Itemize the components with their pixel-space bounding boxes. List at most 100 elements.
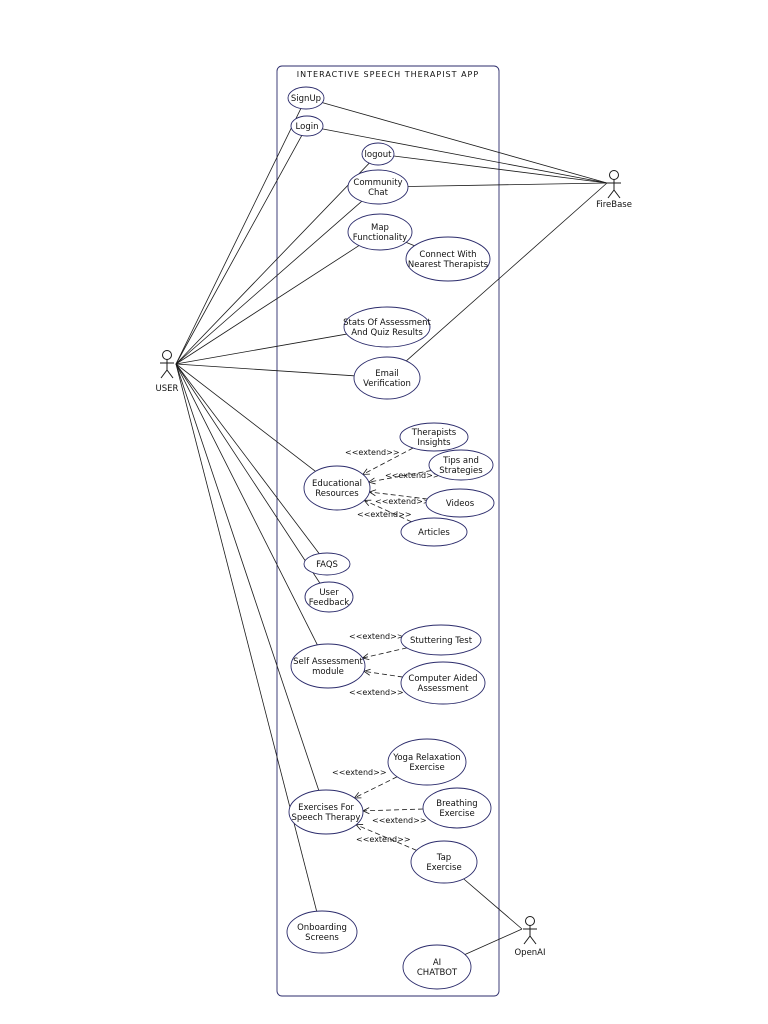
use-case-ellipse	[290, 643, 366, 689]
use-case-faqs[interactable]: FAQS	[303, 552, 351, 576]
use-case-videos[interactable]: Videos	[425, 488, 495, 518]
use-case-label: Yoga Relaxation	[392, 753, 460, 763]
use-case-label: Insights	[417, 438, 451, 448]
use-case-label: logout	[365, 150, 393, 160]
association-user-feedback	[175, 363, 321, 584]
actor-label: FireBase	[596, 200, 632, 210]
use-case-label: module	[312, 667, 344, 677]
association-user-logout	[175, 162, 370, 365]
use-case-label: Exercise	[426, 863, 461, 873]
use-case-label: Community	[353, 178, 402, 188]
use-case-ellipse	[343, 306, 431, 348]
actor-label: USER	[156, 384, 179, 394]
system-title: INTERACTIVE SPEECH THERAPIST APP	[297, 70, 479, 79]
actor-left-leg	[160, 369, 168, 379]
use-case-label: Speech Therapy	[292, 813, 361, 823]
association-user-signup	[175, 108, 302, 365]
use-case-label: Screens	[305, 933, 339, 943]
use-case-label: Connect With	[419, 250, 476, 260]
use-case-ellipse	[303, 552, 351, 576]
use-case-ellipse	[304, 581, 354, 613]
actor-left-leg	[523, 935, 531, 945]
actor-head	[162, 350, 172, 360]
use-case-ellipse	[425, 488, 495, 518]
use-case-ellipse	[290, 115, 324, 137]
association-firebase-email	[405, 182, 608, 362]
actor-right-leg	[529, 935, 537, 945]
use-case-label: Stuttering Test	[410, 636, 473, 646]
use-case-label: User	[319, 588, 339, 598]
use-case-label: Assessment	[418, 684, 470, 694]
association-firebase-login	[322, 128, 608, 184]
use-case-ellipse	[347, 213, 413, 251]
actor-openai[interactable]: OpenAI	[514, 916, 546, 959]
use-case-ellipse	[410, 840, 478, 884]
extend-line-yoga	[354, 776, 398, 799]
system-boundary	[276, 65, 500, 997]
extend-line-videos	[369, 491, 428, 500]
actor-label: OpenAI	[514, 948, 545, 958]
actor-head	[525, 916, 535, 926]
association-user-login	[175, 135, 303, 365]
actor-right-leg	[613, 189, 621, 199]
use-case-label: Strategies	[439, 466, 483, 476]
use-case-ellipse	[347, 169, 409, 205]
extend-arrowhead	[363, 499, 372, 507]
association-user-faqs	[175, 363, 320, 554]
association-user-exercises	[175, 363, 320, 791]
use-case-logout[interactable]: logout	[361, 142, 395, 166]
use-case-label: Tips and	[442, 456, 479, 466]
use-case-ellipse	[422, 787, 492, 829]
actor-user[interactable]: USER	[156, 350, 179, 395]
use-case-signup[interactable]: SignUp	[287, 86, 325, 110]
association-user-stats	[175, 333, 347, 365]
use-case-ellipse	[405, 236, 491, 282]
use-case-stutter[interactable]: Stuttering Test	[400, 624, 482, 656]
use-case-label: Therapists	[411, 428, 457, 438]
extend-label: <<extend>>	[385, 471, 440, 480]
use-case-ellipse	[287, 86, 325, 110]
use-case-label: FAQS	[316, 560, 338, 570]
actor-firebase[interactable]: FireBase	[596, 170, 632, 211]
association-user-edu	[175, 363, 316, 472]
association-user-onboarding	[175, 363, 318, 912]
association-firebase-logout	[393, 155, 608, 184]
association-user-email	[175, 363, 355, 377]
extend-label: <<extend>>	[349, 632, 404, 641]
use-case-login[interactable]: Login	[290, 115, 324, 137]
extend-label: <<extend>>	[375, 497, 430, 506]
extend-label: <<extend>>	[332, 768, 387, 777]
use-case-label: Computer Aided	[408, 674, 477, 684]
use-case-label: CHATBOT	[417, 968, 458, 978]
extend-line-breathing	[362, 808, 424, 812]
association-user-map	[175, 245, 360, 365]
use-case-label: Nearest Therapists	[408, 260, 489, 270]
use-case-label: SignUp	[291, 94, 321, 104]
use-case-articles[interactable]: Articles	[400, 517, 468, 547]
extend-line-tap	[355, 824, 417, 851]
association-firebase-community	[407, 182, 608, 187]
extend-label: <<extend>>	[357, 510, 412, 519]
use-case-label: Articles	[418, 528, 450, 538]
use-case-ellipse	[399, 422, 469, 452]
